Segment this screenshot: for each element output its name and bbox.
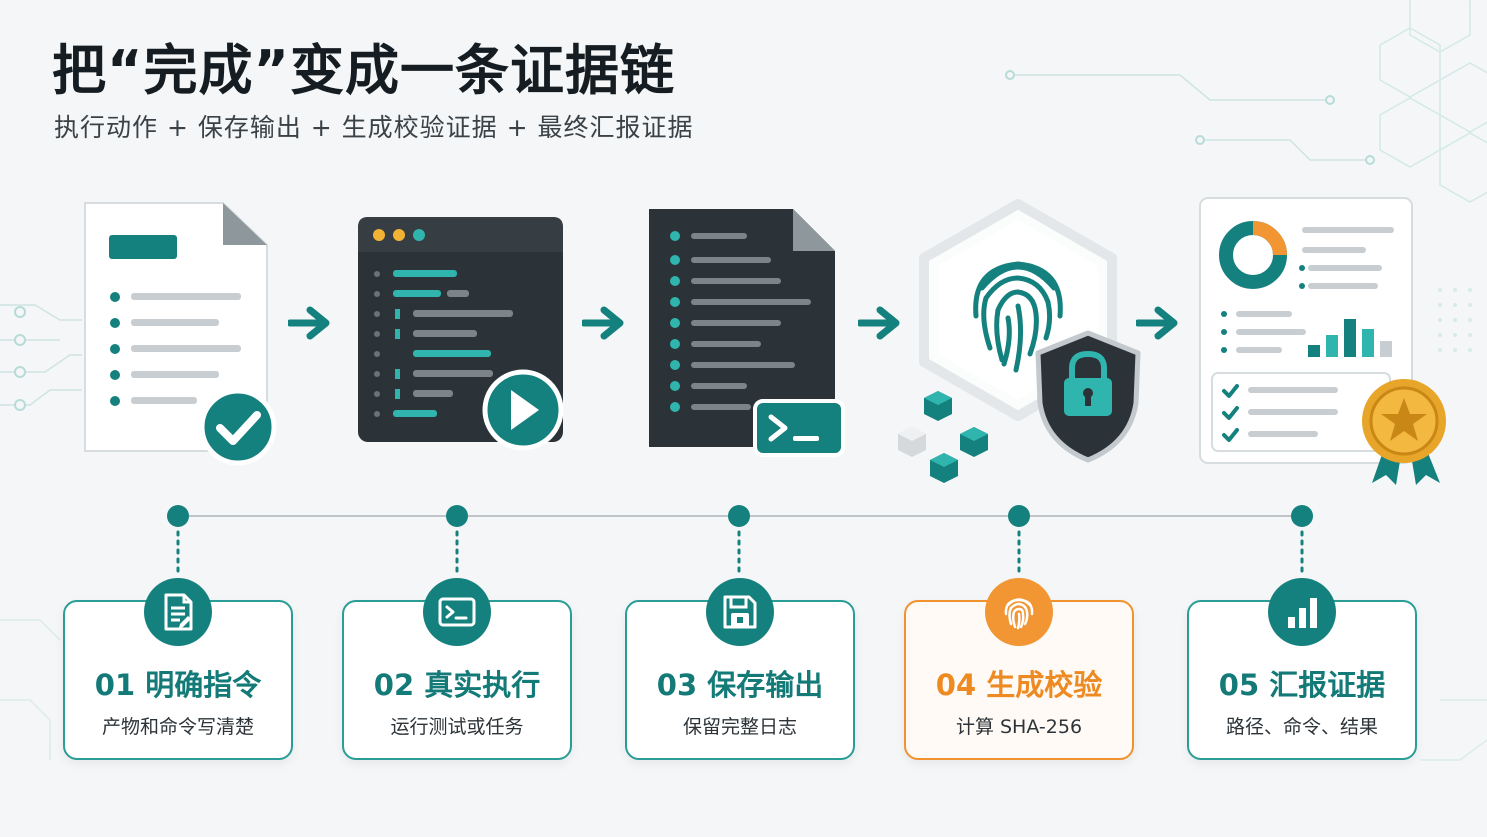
fingerprint-shield-illustration	[898, 199, 1141, 483]
timeline-node	[446, 505, 468, 527]
step-badge	[706, 578, 774, 646]
bar-chart-decoration	[1308, 319, 1392, 357]
step-card-3: 03 保存输出 保留完整日志	[625, 578, 855, 760]
timeline	[167, 505, 1313, 574]
blocks-decoration	[898, 391, 988, 483]
timeline-node	[1291, 505, 1313, 527]
step-badge	[144, 578, 212, 646]
step-title: 03 保存输出	[656, 668, 824, 702]
timeline-node	[1008, 505, 1030, 527]
step-description: 计算 SHA-256	[955, 716, 1083, 738]
step-description: 保留完整日志	[682, 716, 797, 738]
fingerprint-icon	[1004, 598, 1034, 630]
step-card-1: 01 明确指令 产物和命令写清楚	[63, 578, 293, 760]
step-badge	[1268, 578, 1336, 646]
award-badge-icon	[1362, 379, 1446, 463]
step-title: 02 真实执行	[373, 668, 541, 702]
step-title: 01 明确指令	[94, 668, 262, 702]
fingerprint-icon	[973, 261, 1063, 373]
step-card-2: 02 真实执行 运行测试或任务	[342, 578, 572, 760]
step-description: 运行测试或任务	[390, 716, 524, 738]
step-title: 04 生成校验	[935, 668, 1103, 702]
checkmark-icon	[199, 388, 277, 466]
arrow-right-icon	[858, 306, 900, 340]
report-dashboard-illustration	[1199, 197, 1446, 485]
step-title: 05 汇报证据	[1218, 668, 1386, 702]
checklist-document-illustration	[84, 202, 277, 466]
step-badge	[985, 578, 1053, 646]
terminal-window-illustration	[358, 217, 564, 451]
step-card-4: 04 生成校验 计算 SHA-256	[904, 578, 1134, 760]
step-description: 产物和命令写清楚	[101, 716, 254, 738]
timeline-node	[728, 505, 750, 527]
terminal-icon	[438, 597, 476, 627]
step-badge	[423, 578, 491, 646]
log-file-illustration	[649, 209, 845, 457]
page-title: 把“完成”变成一条证据链	[52, 39, 675, 102]
step-card-5: 05 汇报证据 路径、命令、结果	[1187, 578, 1417, 760]
arrow-right-icon	[582, 306, 624, 340]
bar-chart-icon	[1288, 598, 1317, 628]
floppy-disk-icon	[723, 595, 757, 629]
document-icon	[164, 593, 193, 631]
terminal-prompt-icon	[753, 399, 845, 457]
arrow-right-icon	[288, 306, 330, 340]
step-description: 路径、命令、结果	[1225, 716, 1378, 738]
arrow-right-icon	[1136, 306, 1178, 340]
page-subtitle: 执行动作 + 保存输出 + 生成校验证据 + 最终汇报证据	[54, 113, 694, 142]
timeline-node	[167, 505, 189, 527]
